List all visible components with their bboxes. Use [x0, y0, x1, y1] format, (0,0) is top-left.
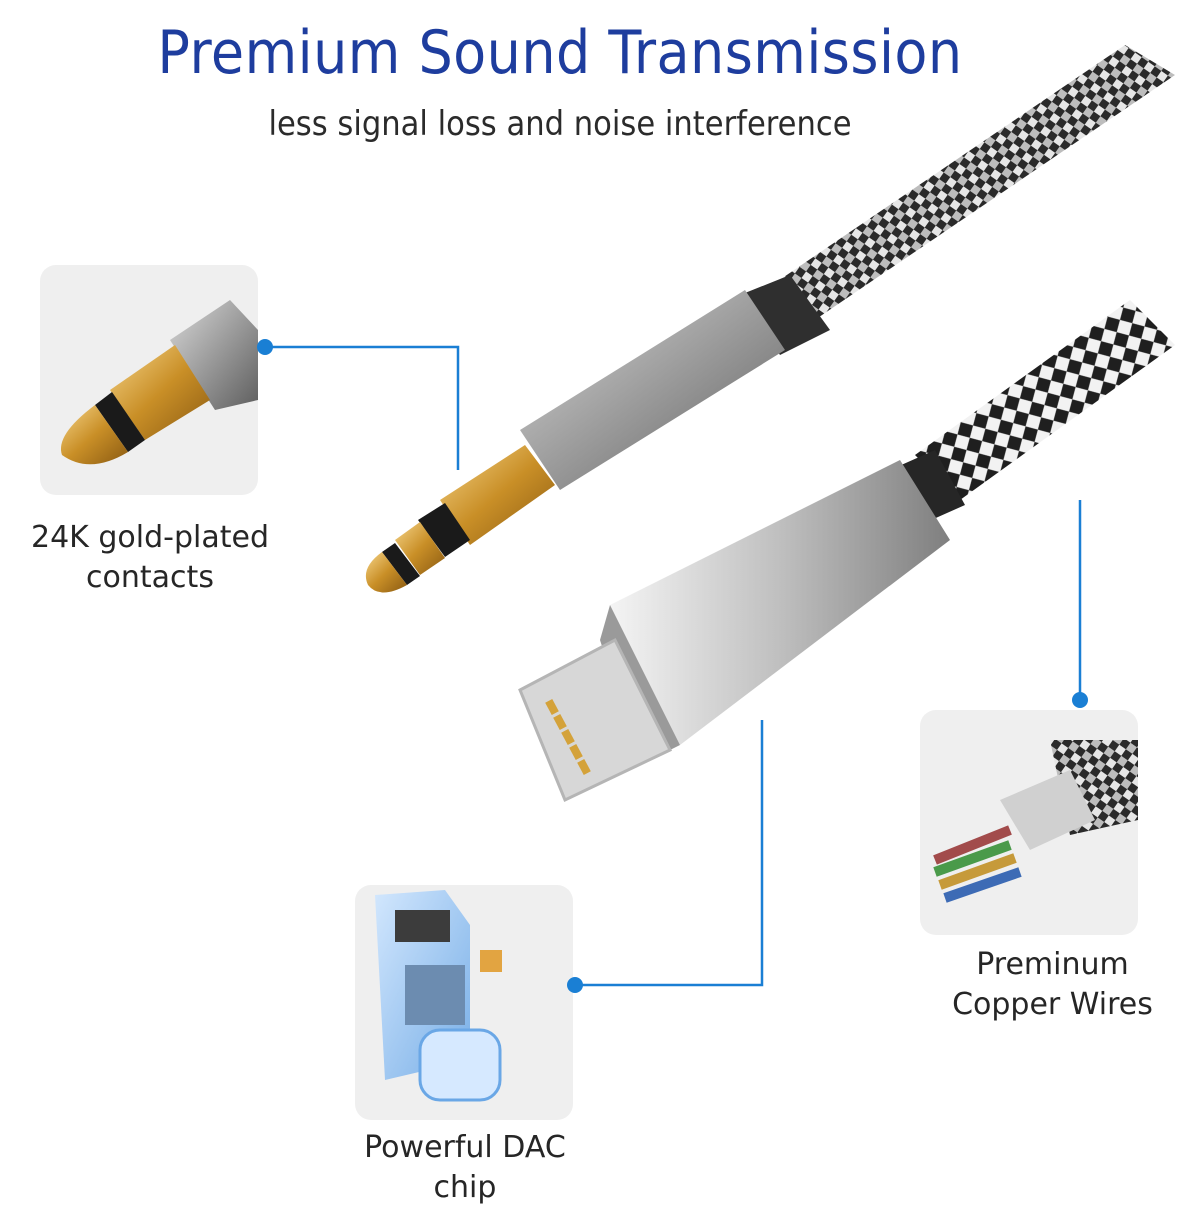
lightning-cable — [915, 300, 1175, 500]
lightning-contacts — [545, 698, 591, 776]
page-subtitle: less signal loss and noise interference — [268, 104, 852, 144]
dac-chip-label-line1: Powerful DAC — [364, 1130, 566, 1165]
leader-dots — [257, 339, 1088, 993]
dac-chip-label-line2: chip — [433, 1170, 497, 1205]
copper-wires-label-line1: Preminum — [976, 947, 1129, 982]
aux-cable — [750, 45, 1175, 330]
gold-contacts-label-line2: contacts — [86, 560, 214, 595]
gold-contacts-inset — [40, 265, 258, 495]
aux-plug — [365, 275, 830, 593]
page-title: Premium Sound Transmission — [157, 18, 963, 88]
lightning-plug — [518, 450, 965, 803]
gold-contacts-label-line1: 24K gold-plated — [30, 520, 269, 555]
copper-wires-label-line2: Copper Wires — [952, 987, 1153, 1022]
leader-lines — [265, 345, 1082, 987]
copper-wires-label: Preminum Copper Wires — [935, 945, 1170, 1025]
dac-chip-inset — [355, 885, 573, 1120]
dac-chip-label: Powerful DAC chip — [350, 1128, 580, 1208]
gold-contacts-label: 24K gold-plated contacts — [30, 518, 270, 598]
copper-wires-inset — [920, 710, 1138, 935]
